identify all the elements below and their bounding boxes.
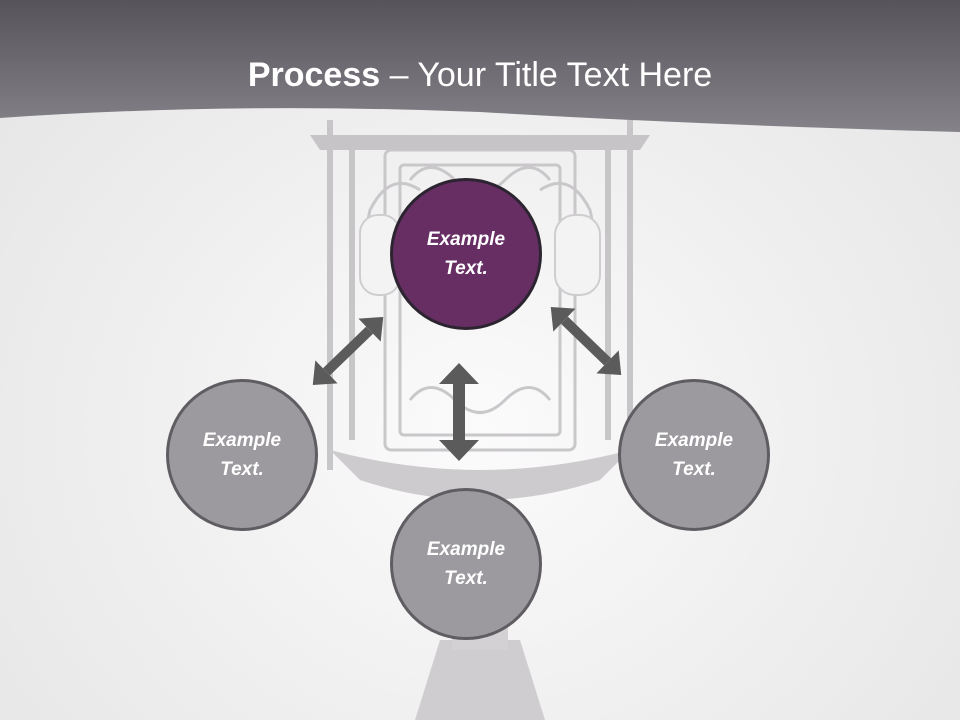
- process-node-bottom[interactable]: Example Text.: [390, 488, 542, 640]
- title-bold: Process: [247, 56, 381, 94]
- node-label: Example Text.: [426, 539, 506, 589]
- arrow-top-right: [550, 306, 622, 376]
- title-separator: –: [380, 56, 418, 94]
- arrow-top-left: [312, 316, 384, 386]
- process-node-left[interactable]: Example Text.: [166, 379, 318, 531]
- header-band: [0, 0, 960, 132]
- process-node-right[interactable]: Example Text.: [618, 379, 770, 531]
- title-text: Your Title Text Here: [417, 56, 713, 94]
- process-node-top[interactable]: Example Text.: [390, 178, 542, 330]
- node-label: Example Text.: [202, 430, 282, 480]
- node-label: Example Text.: [426, 229, 506, 279]
- node-label: Example Text.: [654, 430, 734, 480]
- page-title: Process – Your Title Text Here: [0, 52, 960, 98]
- arrow-vertical: [439, 363, 479, 461]
